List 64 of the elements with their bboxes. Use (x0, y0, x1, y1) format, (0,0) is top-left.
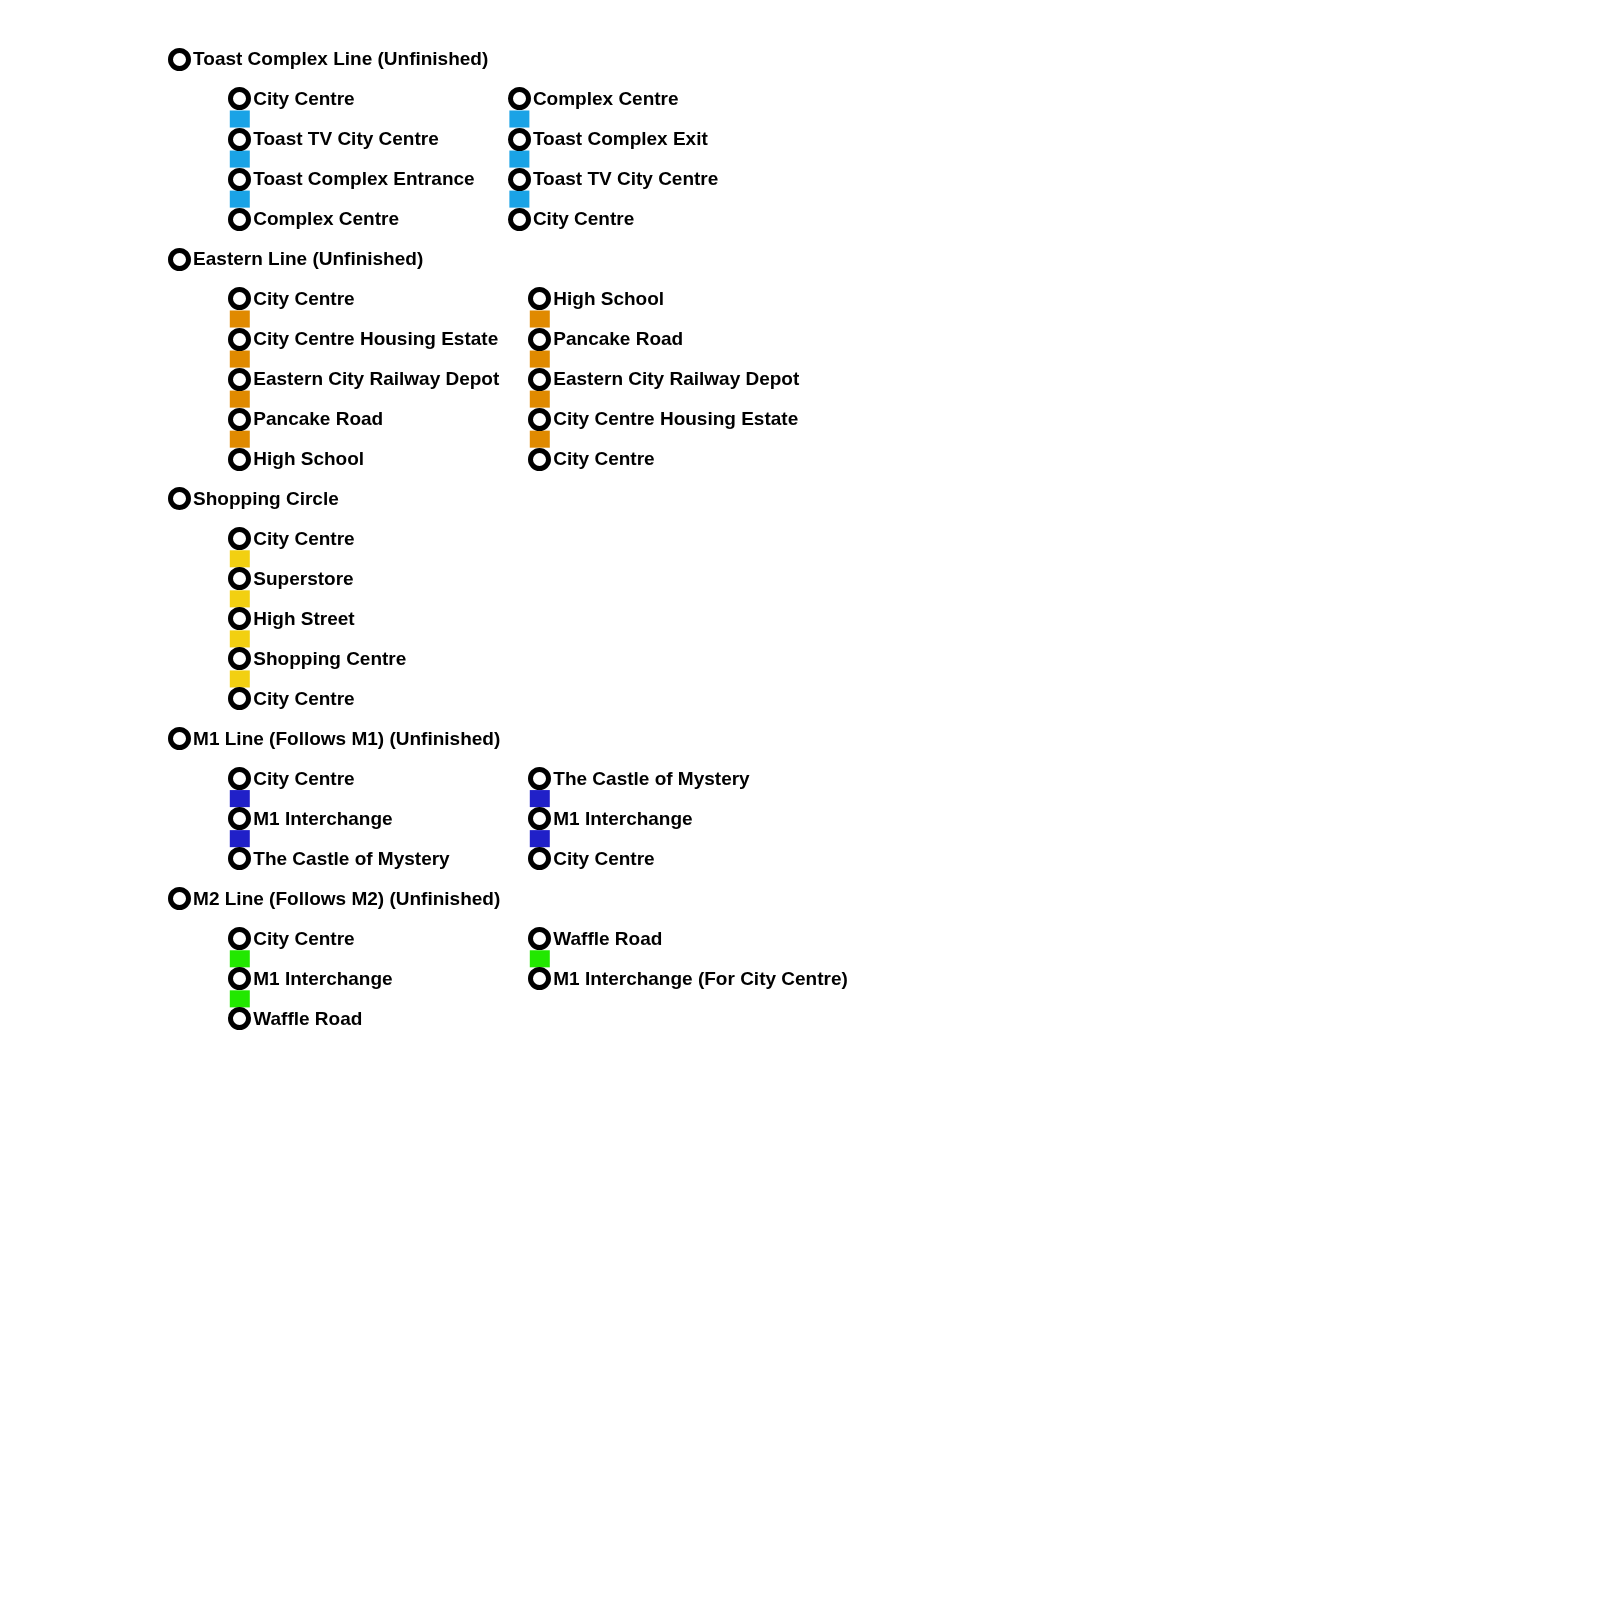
station-name: Waffle Road (253, 1007, 363, 1030)
line-name: M2 Line (Follows M2) (Unfinished) (193, 887, 501, 910)
station-name: Eastern City Railway Depot (253, 368, 500, 391)
route-line (229, 950, 250, 968)
station-name: City Centre (553, 448, 655, 471)
route-line (229, 390, 250, 408)
station-name: Pancake Road (553, 328, 684, 350)
station-name: M1 Interchange (253, 807, 393, 830)
route-line (529, 430, 550, 448)
station-name: Shopping Centre (253, 647, 407, 670)
route-line (529, 790, 550, 808)
line-name: M1 Line (Follows M1) (Unfinished) (193, 727, 501, 750)
route-line (529, 830, 550, 848)
station-name: M1 Interchange (For City Centre) (553, 967, 848, 990)
route-line (229, 350, 250, 368)
route-line (229, 110, 250, 128)
route-line (229, 630, 250, 648)
line-name: Toast Complex Line (Unfinished) (193, 48, 489, 71)
station-name: Waffle Road (553, 927, 663, 950)
line-name: Shopping Circle (193, 487, 339, 510)
line-name: Eastern Line (Unfinished) (193, 248, 424, 271)
station-name: City Centre (253, 87, 355, 110)
station-name: Complex Centre (253, 208, 399, 231)
route-line (229, 150, 250, 168)
station-name: Toast TV City Centre (253, 128, 439, 150)
route-line (229, 190, 250, 208)
station-name: City Centre (553, 847, 655, 870)
route-line (229, 830, 250, 848)
station-name: High School (553, 287, 665, 310)
station-name: Pancake Road (253, 408, 384, 431)
route-line (509, 110, 530, 128)
route-line (229, 670, 250, 688)
route-line (529, 390, 550, 408)
station-name: City Centre Housing Estate (253, 328, 499, 350)
station-name: City Centre (253, 287, 355, 310)
route-line (529, 310, 550, 328)
route-line (529, 950, 550, 968)
station-name: Eastern City Railway Depot (553, 368, 800, 391)
station-name: City Centre (253, 527, 355, 550)
route-line (229, 790, 250, 808)
station-name: City Centre (253, 687, 355, 710)
station-name: Complex Centre (532, 87, 679, 110)
station-name: Toast Complex Entrance (253, 168, 475, 191)
station-name: Toast TV City Centre (532, 168, 719, 191)
station-name: City Centre (253, 927, 355, 950)
route-line (509, 150, 530, 168)
route-line (229, 310, 250, 328)
station-name: Toast Complex Exit (532, 128, 708, 150)
station-name: M1 Interchange (253, 967, 393, 990)
station-name: M1 Interchange (553, 807, 693, 830)
station-name: City Centre Housing Estate (553, 408, 799, 431)
station-name: Superstore (253, 567, 354, 590)
route-line (229, 590, 250, 608)
station-name: High School (253, 448, 365, 471)
station-name: High Street (253, 607, 355, 630)
route-line (229, 430, 250, 448)
station-name: The Castle of Mystery (553, 767, 750, 790)
station-name: City Centre (253, 767, 355, 790)
station-name: City Centre (532, 208, 635, 231)
route-line (529, 350, 550, 368)
route-line (509, 190, 530, 208)
route-line (229, 550, 250, 568)
route-line (229, 990, 250, 1008)
station-name: The Castle of Mystery (253, 847, 450, 870)
